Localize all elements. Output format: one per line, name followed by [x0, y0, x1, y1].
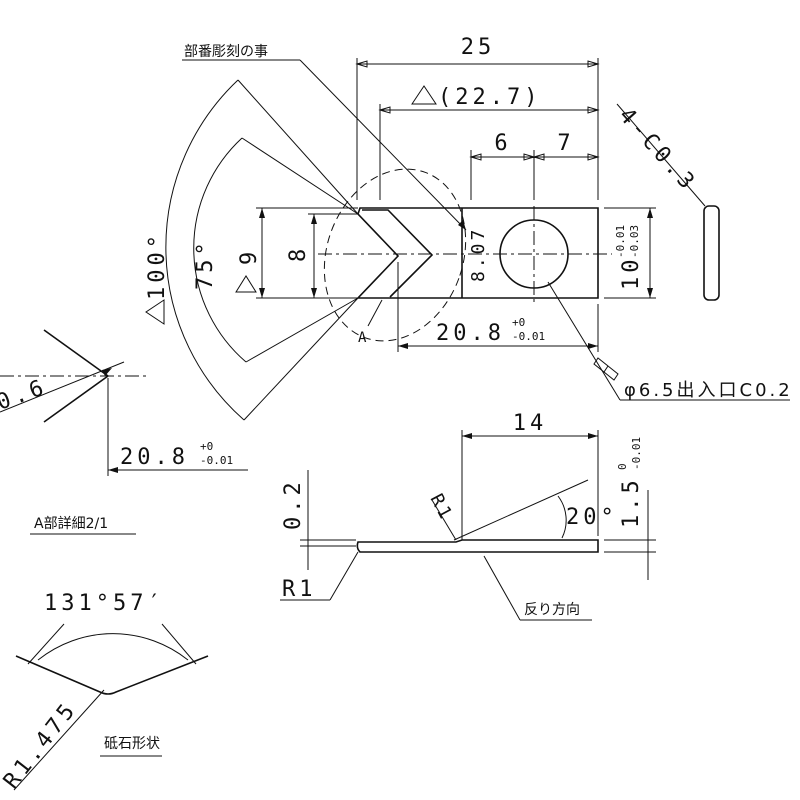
section-a-label: A — [358, 330, 367, 346]
angle-131-text: 131°57′ — [44, 591, 165, 616]
dim-20-8: 20.8 +0 -0.01 A — [358, 262, 599, 352]
chamfer-text: 4-C0.3 — [614, 103, 702, 197]
dim-8-text: 8 — [286, 245, 311, 262]
engraving-leader: 部番彫刻の事 — [182, 44, 467, 231]
dim-20-8-text: 20.8 — [436, 321, 505, 346]
dim-20-8-tol-plus: +0 — [512, 316, 525, 329]
angle-20-text: 20° — [566, 505, 618, 530]
thick-tol-upper: 0 — [616, 463, 629, 470]
dim-25-text: 25 — [461, 35, 496, 60]
dim-14-text: 14 — [513, 411, 548, 436]
dim-20-8-tol-minus: -0.01 — [512, 330, 545, 343]
angle-arcs: 100° 75° — [145, 79, 359, 421]
r1-text: R1 — [282, 577, 317, 602]
delta-symbol — [411, 85, 437, 105]
dim-8-07-text: 8.07 — [468, 227, 489, 282]
detail-20-8-text: 20.8 — [120, 445, 189, 470]
dim-25: 25 — [355, 35, 600, 200]
dim-10-tol-upper: -0.01 — [614, 225, 627, 258]
hole-leader: φ6.5出入口C0.2 — [547, 281, 793, 401]
dim-22-7: (22.7) — [378, 85, 600, 200]
r1-475-text: R1.475 — [0, 697, 82, 794]
dim-10-tol-lower: -0.03 — [628, 225, 641, 258]
dim-10-text: 10 — [619, 256, 644, 291]
grindstone: 131°57′ R1.475 砥石形状 — [0, 591, 209, 794]
thick-1-5-text: 1.5 — [619, 476, 644, 528]
dim-8-07: 8.07 — [468, 227, 489, 282]
detail-a-label: A部詳細2/1 — [34, 516, 108, 532]
dim-6-7: 6 7 — [469, 131, 600, 200]
r1-small-text: R1 — [426, 490, 458, 524]
bend-direction-label: 反り方向 — [524, 602, 580, 618]
dim-9-text: 9 — [237, 248, 262, 265]
dim-0-2-text: 0.2 — [281, 478, 306, 530]
angle-75-text: 75° — [193, 238, 218, 290]
grindstone-label: 砥石形状 — [104, 736, 160, 752]
thick-tol-lower: -0.01 — [630, 437, 643, 470]
angle-100-text: 100° — [145, 231, 170, 300]
detail-0-6-text: 0.6 — [0, 374, 51, 415]
dim-9-8: 9 8 — [235, 207, 358, 299]
dim-7-text: 7 — [557, 131, 574, 156]
side-view: 14 20° R1 0.2 1.5 0 -0.01 R1 反り方向 — [280, 411, 656, 621]
detail-a: 0.6 20.8 +0 -0.01 A部詳細2/1 — [0, 329, 248, 535]
detail-tol-plus: +0 — [200, 440, 213, 453]
hole-text: φ6.5出入口C0.2 — [624, 380, 793, 401]
detail-tol-minus: -0.01 — [200, 454, 233, 467]
dim-22-7-text: (22.7) — [438, 85, 541, 110]
dim-10: 10 -0.01 -0.03 — [604, 207, 656, 299]
dim-6-text: 6 — [494, 131, 511, 156]
engraving-label: 部番彫刻の事 — [184, 44, 268, 60]
